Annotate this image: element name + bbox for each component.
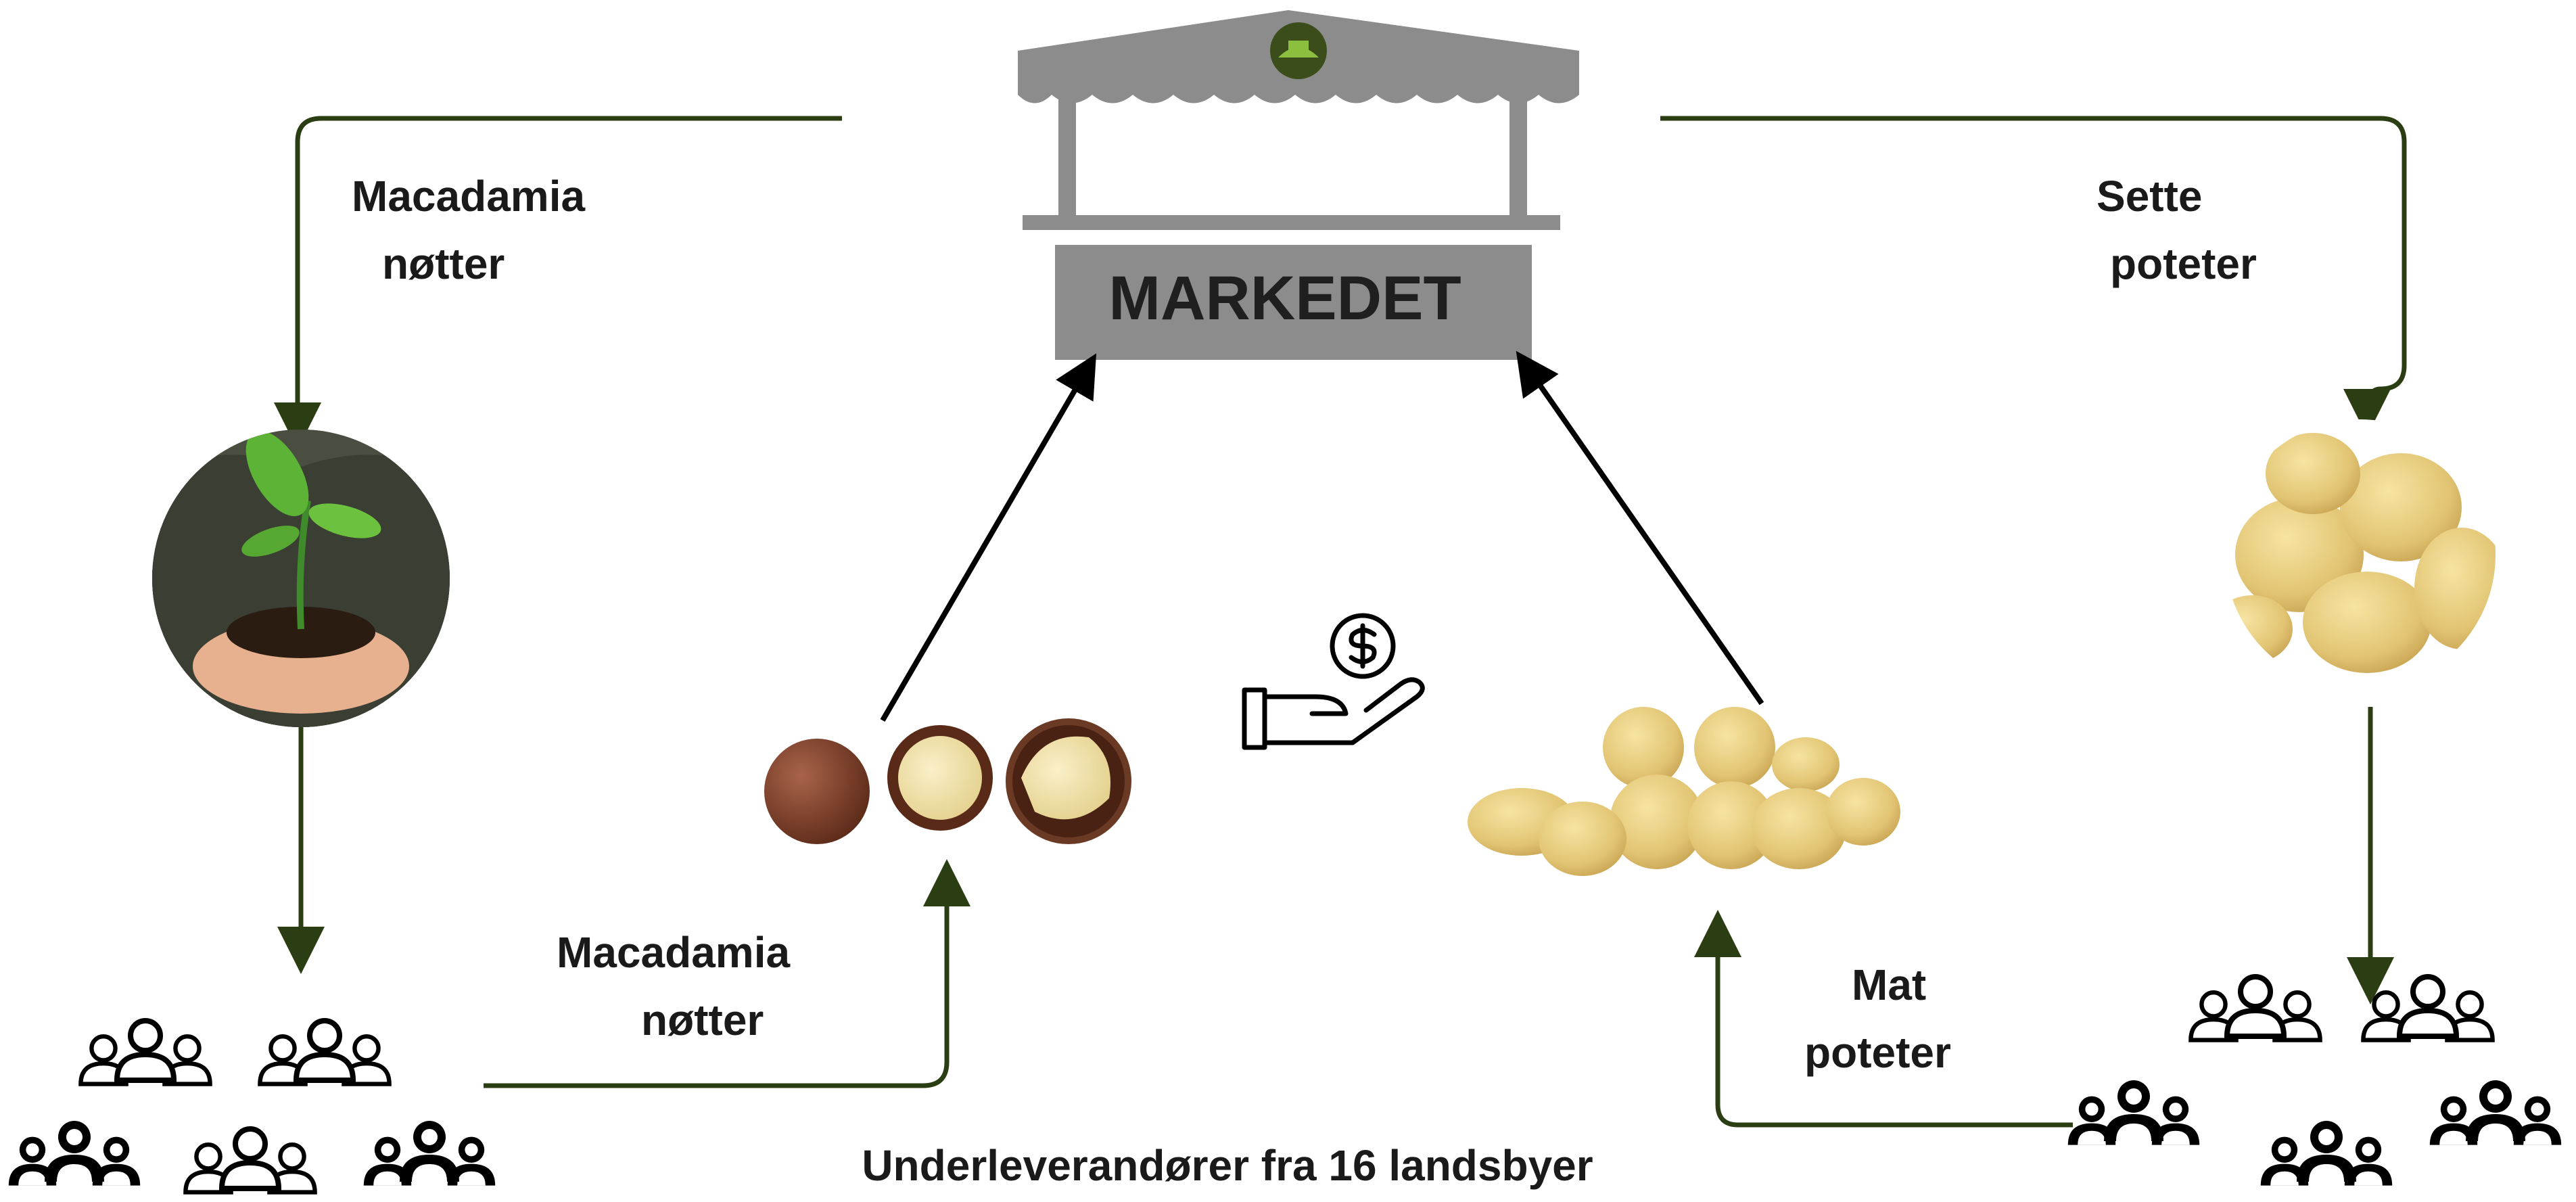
money-hand-icon: [1242, 613, 1425, 750]
label-sette-line1: Sette: [2097, 172, 2203, 221]
people-group-icon: [185, 1129, 314, 1193]
market-stall-icon: MARKEDET: [1018, 10, 1579, 360]
flow-farmers-to-nuts: [484, 859, 970, 1088]
people-group-icon: [2068, 1080, 2199, 1145]
caption: Underleverandører fra 16 landsbyer: [862, 1141, 1593, 1190]
label-sette-line2: poteter: [2110, 239, 2257, 288]
farmers-left: [9, 1021, 495, 1193]
macadamia-nuts-image: [764, 718, 1131, 844]
flow-market-to-seedlings: [274, 116, 842, 450]
market-title: MARKEDET: [1108, 264, 1461, 333]
label-macadamia-bottom-line2: nøtter: [641, 996, 764, 1044]
people-group-icon: [2191, 977, 2320, 1040]
label-macadamia-top-line2: nøtter: [382, 239, 505, 288]
farmers-right: [2068, 977, 2561, 1186]
people-group-icon: [2261, 1121, 2392, 1186]
label-mat-line2: poteter: [1804, 1028, 1951, 1077]
label-macadamia-bottom-line1: Macadamia: [557, 928, 790, 977]
label-macadamia-top-line1: Macadamia: [352, 172, 585, 221]
flow-farmers-to-potatoes: [1694, 910, 2073, 1128]
people-group-icon: [260, 1021, 389, 1084]
flow-potatoes-to-market: [1516, 350, 1764, 706]
flow-nuts-to-market: [880, 353, 1097, 722]
seed-potatoes-image: [2225, 419, 2496, 690]
food-potatoes-image: [1468, 707, 1900, 876]
people-group-icon: [80, 1021, 210, 1084]
market-logo-icon: [1270, 22, 1327, 79]
flow-market-to-seed-potatoes: [1660, 116, 2407, 436]
seedling-hands-image: [152, 430, 450, 727]
people-group-icon: [364, 1121, 495, 1186]
label-mat-line1: Mat: [1852, 961, 1926, 1009]
people-group-icon: [9, 1121, 140, 1186]
people-group-icon: [2363, 977, 2492, 1040]
people-group-icon: [2430, 1080, 2561, 1145]
